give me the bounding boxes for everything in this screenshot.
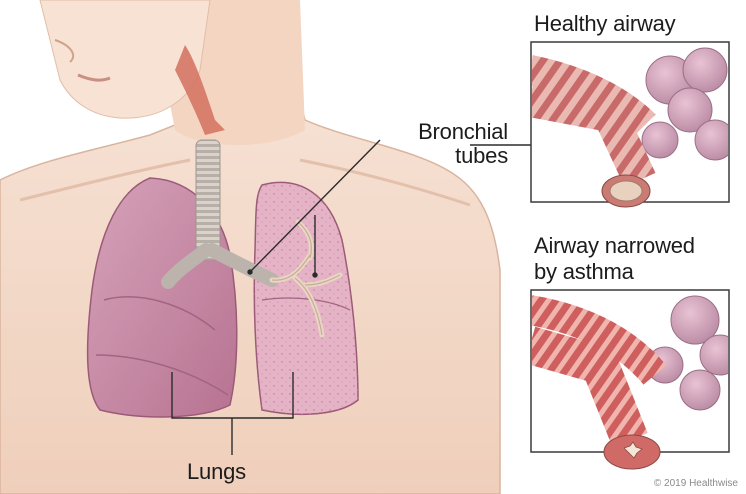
bronchial-tubes-label: Bronchial tubes (386, 120, 508, 168)
copyright-text: © 2019 Healthwise (654, 478, 738, 489)
healthy-airway-label: Healthy airway (534, 12, 675, 36)
narrowed-label-line1: Airway narrowed (534, 233, 695, 259)
bronchial-label-line2: tubes (386, 144, 508, 168)
narrowed-airway-label: Airway narrowed by asthma (534, 233, 695, 285)
narrowed-airway-inset (530, 290, 740, 469)
lungs-label: Lungs (187, 460, 246, 484)
torso-figure (0, 0, 500, 494)
bronchial-label-line1: Bronchial (386, 120, 508, 144)
healthy-airway-inset (530, 42, 735, 207)
narrowed-label-line2: by asthma (534, 259, 695, 285)
